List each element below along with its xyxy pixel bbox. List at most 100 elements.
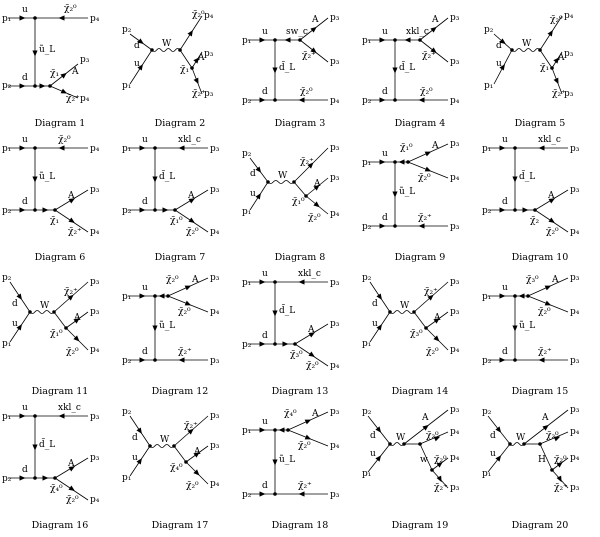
arrow-icon bbox=[313, 201, 320, 208]
arrow-icon bbox=[304, 434, 312, 440]
arrow-icon bbox=[379, 37, 386, 43]
arrow-icon bbox=[187, 30, 193, 37]
particle-label: χ̃₂⁰ bbox=[186, 226, 199, 237]
diagram-caption: Diagram 4 bbox=[395, 118, 446, 129]
vertex-dot bbox=[522, 442, 526, 446]
vertex-dot bbox=[388, 310, 392, 314]
particle-label: p₃ bbox=[330, 13, 340, 23]
arrow-icon bbox=[308, 332, 316, 338]
particle-label: d̃_L bbox=[399, 60, 415, 73]
particle-label: p₃ bbox=[90, 412, 100, 422]
particle-label: d bbox=[12, 299, 18, 309]
particle-label: A bbox=[187, 191, 195, 201]
particle-label: p₄ bbox=[90, 227, 100, 237]
particle-label: p₂ bbox=[2, 474, 12, 484]
arrow-icon bbox=[512, 325, 518, 332]
particle-label: χ̃₂⁰ bbox=[300, 86, 313, 97]
particle-label: p₄ bbox=[564, 11, 574, 21]
particle-label: p₄ bbox=[90, 495, 100, 505]
vertex-dot bbox=[508, 442, 512, 446]
arrow-icon bbox=[32, 444, 38, 451]
particle-label: p₁ bbox=[242, 426, 251, 436]
particle-label: p₄ bbox=[90, 144, 100, 154]
particle-label: ũ_L bbox=[279, 454, 295, 465]
arrow-icon bbox=[398, 159, 405, 165]
vertex-dot bbox=[64, 326, 68, 330]
arrow-icon bbox=[152, 176, 158, 183]
vertex-dot bbox=[33, 16, 37, 20]
arrow-icon bbox=[310, 26, 317, 33]
particle-label: p₂ bbox=[242, 96, 252, 106]
vertex-dot bbox=[28, 310, 32, 314]
arrow-icon bbox=[255, 193, 261, 200]
vertex-dot bbox=[53, 208, 57, 212]
propagator-line bbox=[53, 311, 67, 329]
particle-label: p₃ bbox=[450, 483, 460, 493]
particle-label: d bbox=[382, 213, 388, 223]
particle-label: χ̃₂⁰ bbox=[64, 3, 77, 14]
particle-label: p₃ bbox=[330, 57, 340, 67]
particle-label: A bbox=[311, 409, 319, 419]
particle-label: χ̃₂⁺ bbox=[538, 346, 552, 357]
particle-label: d̃_L bbox=[279, 303, 295, 316]
particle-label: p₃ bbox=[450, 13, 460, 23]
vertex-dot bbox=[412, 310, 416, 314]
particle-label: W bbox=[278, 171, 288, 181]
particle-label: p₄ bbox=[330, 361, 340, 371]
particle-label: χ̃₂⁺ bbox=[64, 286, 78, 297]
w-boson-propagator bbox=[509, 442, 525, 446]
arrow-icon bbox=[282, 341, 289, 347]
particle-label: p₃ bbox=[450, 57, 460, 67]
diagram-caption: Diagram 6 bbox=[35, 252, 86, 263]
arrow-icon bbox=[538, 357, 545, 363]
particle-label: χ̃₃⁰ bbox=[526, 274, 539, 285]
particle-label: u bbox=[22, 5, 28, 15]
particle-label: d bbox=[372, 299, 378, 309]
particle-label: p₃ bbox=[564, 89, 574, 99]
particle-label: p₁ bbox=[122, 144, 131, 154]
particle-label: χ̃₁⁰ bbox=[400, 142, 413, 153]
particle-label: p₃ bbox=[90, 277, 100, 287]
diagram-caption: Diagram 20 bbox=[512, 520, 569, 531]
vertex-dot bbox=[52, 310, 56, 314]
particle-label: xkl_c bbox=[538, 135, 561, 145]
vertex-dot bbox=[513, 208, 517, 212]
vertex-dot bbox=[190, 66, 194, 70]
vertex-dot bbox=[418, 38, 422, 42]
particle-label: A bbox=[73, 313, 81, 323]
arrow-icon bbox=[376, 293, 382, 300]
particle-label: d̃_L bbox=[279, 60, 295, 73]
particle-label: d bbox=[502, 197, 508, 207]
arrow-icon bbox=[58, 15, 65, 21]
particle-label: χ̃₂⁺ bbox=[184, 420, 198, 431]
particle-label: p₄ bbox=[450, 345, 460, 355]
vertex-dot bbox=[513, 358, 517, 362]
particle-label: χ̃₄⁰ bbox=[50, 483, 63, 494]
particle-label: p₁ bbox=[482, 469, 491, 479]
vertex-dot bbox=[53, 476, 57, 480]
arrow-icon bbox=[553, 436, 561, 442]
arrow-icon bbox=[424, 166, 432, 172]
particle-label: χ̃₂⁰ bbox=[58, 134, 71, 145]
arrow-icon bbox=[272, 459, 278, 466]
particle-label: p₁ bbox=[482, 292, 491, 302]
particle-label: χ̃₂⁺ bbox=[422, 50, 436, 61]
particle-label: A bbox=[557, 53, 565, 63]
arrow-icon bbox=[137, 64, 143, 71]
vertex-dot bbox=[424, 326, 428, 330]
particle-label: χ̃₂⁰ bbox=[426, 430, 439, 441]
arrow-icon bbox=[60, 72, 67, 79]
arrow-icon bbox=[542, 424, 549, 431]
particle-label: p₃ bbox=[450, 277, 460, 287]
particle-label: p₂ bbox=[362, 273, 372, 283]
particle-label: p₁ bbox=[2, 14, 11, 24]
arrow-icon bbox=[259, 97, 266, 103]
arrow-icon bbox=[436, 475, 442, 483]
particle-label: A bbox=[431, 15, 439, 25]
particle-label: A bbox=[421, 413, 429, 423]
particle-label: χ̃₄⁰ bbox=[284, 408, 297, 419]
arrow-icon bbox=[272, 310, 278, 317]
vertex-dot bbox=[153, 208, 157, 212]
